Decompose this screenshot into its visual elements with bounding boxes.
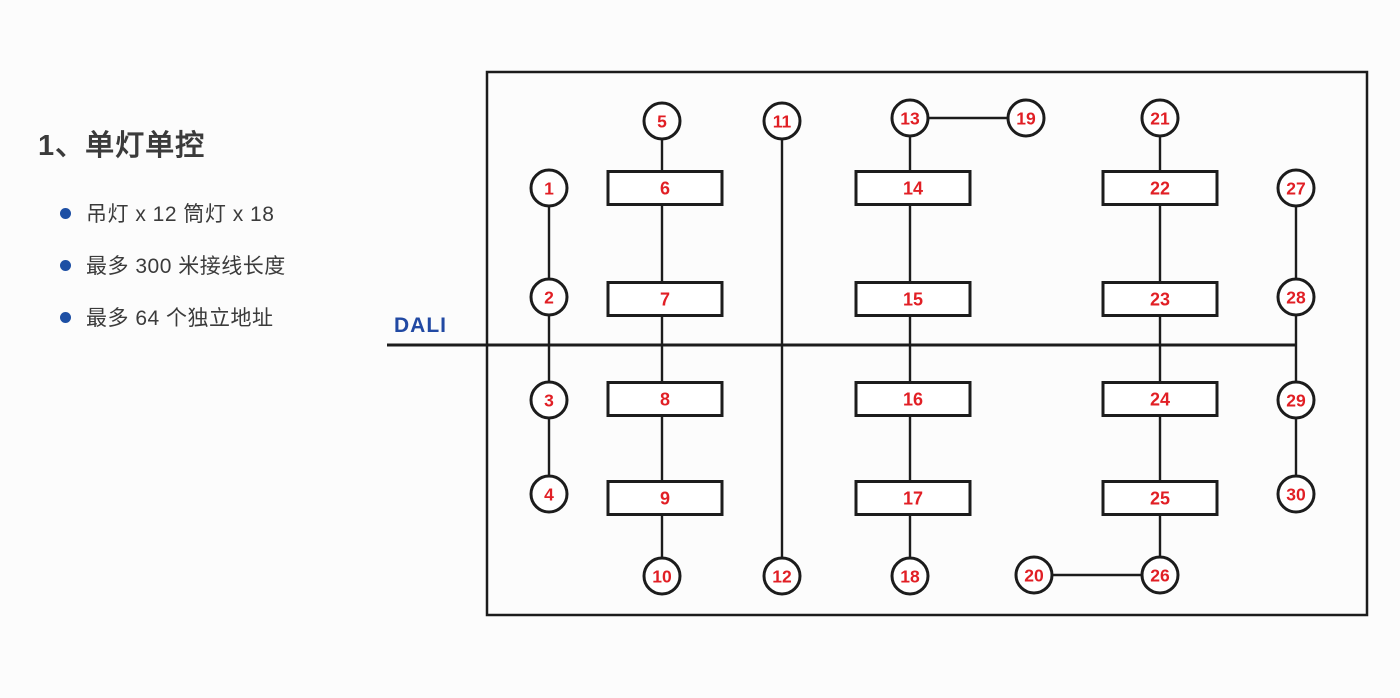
- fixture-box-label-15: 15: [903, 290, 923, 310]
- fixture-box-15: [854, 281, 972, 317]
- fixture-box-label-6: 6: [660, 179, 670, 199]
- fixture-box-9: [606, 480, 724, 516]
- fixture-node-3: [529, 380, 569, 420]
- spec-list: 吊灯 x 12 筒灯 x 18 最多 300 米接线长度 最多 64 个独立地址: [38, 198, 378, 332]
- fixture-node-label-30: 30: [1286, 485, 1306, 505]
- fixture-box-label-22: 22: [1150, 179, 1170, 199]
- fixture-box-label-17: 17: [903, 489, 923, 509]
- fixture-box-17: [854, 480, 972, 516]
- fixture-node-label-28: 28: [1286, 288, 1306, 308]
- fixture-node-label-13: 13: [900, 109, 920, 129]
- fixture-node-label-20: 20: [1024, 566, 1044, 586]
- list-item: 吊灯 x 12 筒灯 x 18: [60, 198, 378, 228]
- fixture-node-label-27: 27: [1286, 179, 1305, 199]
- section-title: 1、单灯单控: [38, 130, 206, 162]
- fixture-node-21: [1140, 98, 1180, 138]
- fixture-node-30: [1276, 474, 1316, 514]
- fixture-node-label-10: 10: [652, 567, 672, 587]
- list-item: 最多 64 个独立地址: [60, 302, 378, 332]
- bullet-icon: [60, 311, 71, 323]
- spec-wire-length: 最多 300 米接线长度: [86, 255, 286, 278]
- fixture-node-label-19: 19: [1016, 109, 1036, 129]
- fixture-node-5: [642, 101, 682, 141]
- fixture-box-22: [1101, 170, 1219, 206]
- fixture-box-25: [1101, 480, 1219, 516]
- fixture-node-label-29: 29: [1286, 391, 1306, 411]
- fixture-box-14: [854, 170, 972, 206]
- fixture-box-label-8: 8: [660, 390, 670, 410]
- fixture-node-label-21: 21: [1150, 109, 1170, 129]
- fixture-box-label-14: 14: [903, 179, 923, 199]
- fixture-node-label-1: 1: [544, 179, 554, 199]
- spec-lamp-count: 吊灯 x 12 筒灯 x 18: [86, 203, 275, 226]
- info-panel: 1、单灯单控 吊灯 x 12 筒灯 x 18 最多 300 米接线长度 最多 6…: [38, 122, 378, 354]
- fixture-node-1: [529, 168, 569, 208]
- fixture-node-label-11: 11: [773, 112, 792, 132]
- fixture-node-label-12: 12: [772, 567, 792, 587]
- fixture-node-12: [762, 556, 802, 596]
- fixture-node-label-3: 3: [544, 391, 554, 411]
- fixture-box-6: [606, 170, 724, 206]
- fixture-box-16: [854, 381, 972, 417]
- fixture-node-13: [890, 98, 930, 138]
- fixture-box-label-7: 7: [660, 290, 670, 310]
- fixture-box-7: [606, 281, 724, 317]
- fixture-node-18: [890, 556, 930, 596]
- fixture-box-label-24: 24: [1150, 390, 1170, 410]
- bullet-icon: [60, 207, 71, 219]
- fixture-node-20: [1014, 555, 1054, 595]
- dali-bus-label: DALI: [394, 314, 447, 337]
- fixture-node-4: [529, 474, 569, 514]
- fixture-box-label-25: 25: [1150, 489, 1170, 509]
- fixture-node-29: [1276, 380, 1316, 420]
- fixture-node-28: [1276, 277, 1316, 317]
- fixture-box-24: [1101, 381, 1219, 417]
- fixture-node-label-18: 18: [900, 567, 920, 587]
- fixture-node-label-4: 4: [544, 485, 554, 505]
- fixture-node-11: [762, 101, 802, 141]
- fixture-node-26: [1140, 555, 1180, 595]
- spec-address-count: 最多 64 个独立地址: [86, 307, 274, 330]
- fixture-node-19: [1006, 98, 1046, 138]
- fixture-node-10: [642, 556, 682, 596]
- bullet-icon: [60, 259, 71, 271]
- fixture-node-label-2: 2: [544, 288, 554, 308]
- fixture-box-label-23: 23: [1150, 290, 1170, 310]
- fixture-box-label-16: 16: [903, 390, 923, 410]
- fixture-node-label-5: 5: [657, 112, 667, 132]
- fixture-node-label-26: 26: [1150, 566, 1170, 586]
- fixture-box-8: [606, 381, 724, 417]
- fixture-box-label-9: 9: [660, 489, 670, 509]
- fixture-node-2: [529, 277, 569, 317]
- fixture-node-27: [1276, 168, 1316, 208]
- fixture-box-23: [1101, 281, 1219, 317]
- list-item: 最多 300 米接线长度: [60, 250, 378, 280]
